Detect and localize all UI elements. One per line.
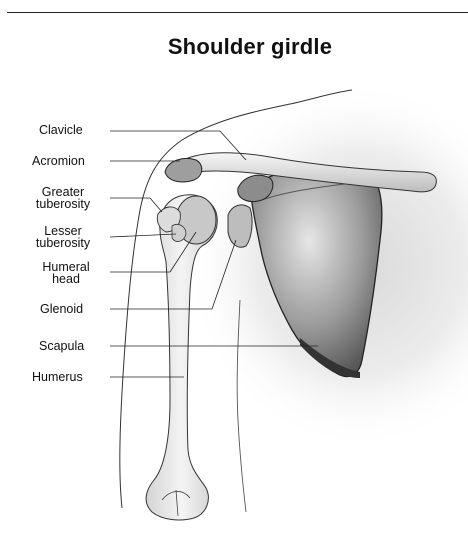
label-clavicle: Clavicle <box>39 124 83 136</box>
label-humerus: Humerus <box>32 371 83 383</box>
label-scapula: Scapula <box>39 340 84 352</box>
label-humeral-head: Humeral head <box>35 261 97 285</box>
label-acromion: Acromion <box>32 155 85 167</box>
leader-greater-b <box>150 198 162 212</box>
label-greater-line2: tuberosity <box>28 198 98 210</box>
label-humeral-line2: head <box>35 273 97 285</box>
label-lesser-tuberosity: Lesser tuberosity <box>28 225 98 249</box>
acromion-bone <box>165 159 202 182</box>
label-glenoid: Glenoid <box>40 303 83 315</box>
humerus-bone <box>146 195 217 520</box>
label-lesser-line2: tuberosity <box>28 237 98 249</box>
glenoid-fossa <box>228 205 252 247</box>
label-greater-tuberosity: Greater tuberosity <box>28 186 98 210</box>
